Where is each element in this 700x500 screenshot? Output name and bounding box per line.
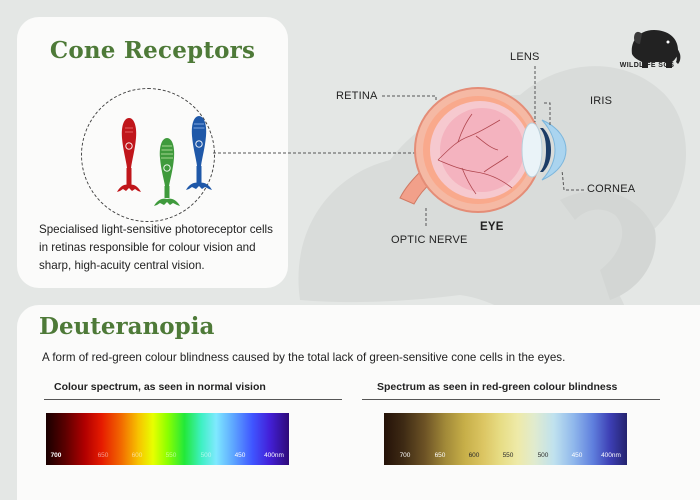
- logo-text: WILDLIFE SOS: [619, 62, 675, 69]
- spectrum-tick: 450: [571, 452, 583, 459]
- deuteranopia-card: Deuteranopia A form of red-green colour …: [17, 305, 700, 500]
- retina-label: RETINA: [336, 90, 378, 102]
- normal-vision-spectrum: 700 650 600 550 500 450 400nm: [46, 413, 289, 465]
- iris-label: IRIS: [590, 95, 613, 107]
- red-cone-cell: [117, 118, 141, 192]
- lens-label: LENS: [510, 51, 540, 63]
- green-cone-cell: [154, 138, 180, 206]
- cone-cells-illustration: [117, 116, 212, 206]
- elephant-logo-icon: [631, 30, 681, 68]
- colorblind-spectrum-heading: Spectrum as seen in red-green colour bli…: [377, 381, 618, 393]
- colorblind-vision-spectrum: 700 650 600 550 500 450 400nm: [384, 413, 627, 465]
- spectrum-tick: 600: [131, 452, 143, 459]
- spectrum-tick: 500: [537, 452, 549, 459]
- spectrum-tick: 500: [200, 452, 212, 459]
- spectrum-tick: 650: [434, 452, 446, 459]
- spectrum-tick: 550: [165, 452, 177, 459]
- cornea-label: CORNEA: [587, 183, 636, 195]
- spectrum-tick: 600: [468, 452, 480, 459]
- cone-receptors-description: Specialised light-sensitive photorecepto…: [39, 223, 273, 272]
- cone-receptors-card: Cone Receptors Specialised light-sensit: [17, 17, 288, 288]
- eye-diagram: [382, 66, 584, 226]
- eye-title: EYE: [480, 221, 504, 233]
- spectrum-tick: 650: [97, 452, 109, 459]
- deuteranopia-title: Deuteranopia: [39, 313, 215, 340]
- deuteranopia-description: A form of red-green colour blindness cau…: [42, 351, 566, 364]
- cone-cells-circle: [81, 88, 215, 222]
- colorblind-spectrum-divider: [362, 399, 660, 400]
- spectrum-tick: 400nm: [264, 452, 284, 459]
- spectrum-tick: 700: [399, 452, 411, 459]
- normal-spectrum-divider: [44, 399, 342, 400]
- spectrum-tick: 700: [50, 452, 62, 459]
- spectrum-tick: 450: [234, 452, 246, 459]
- spectrum-tick: 550: [502, 452, 514, 459]
- normal-spectrum-heading: Colour spectrum, as seen in normal visio…: [54, 381, 266, 393]
- blue-cone-cell: [186, 116, 212, 190]
- spectrum-tick: 400nm: [601, 452, 621, 459]
- cone-receptors-title: Cone Receptors: [49, 37, 256, 64]
- optic-nerve-label: OPTIC NERVE: [391, 234, 468, 246]
